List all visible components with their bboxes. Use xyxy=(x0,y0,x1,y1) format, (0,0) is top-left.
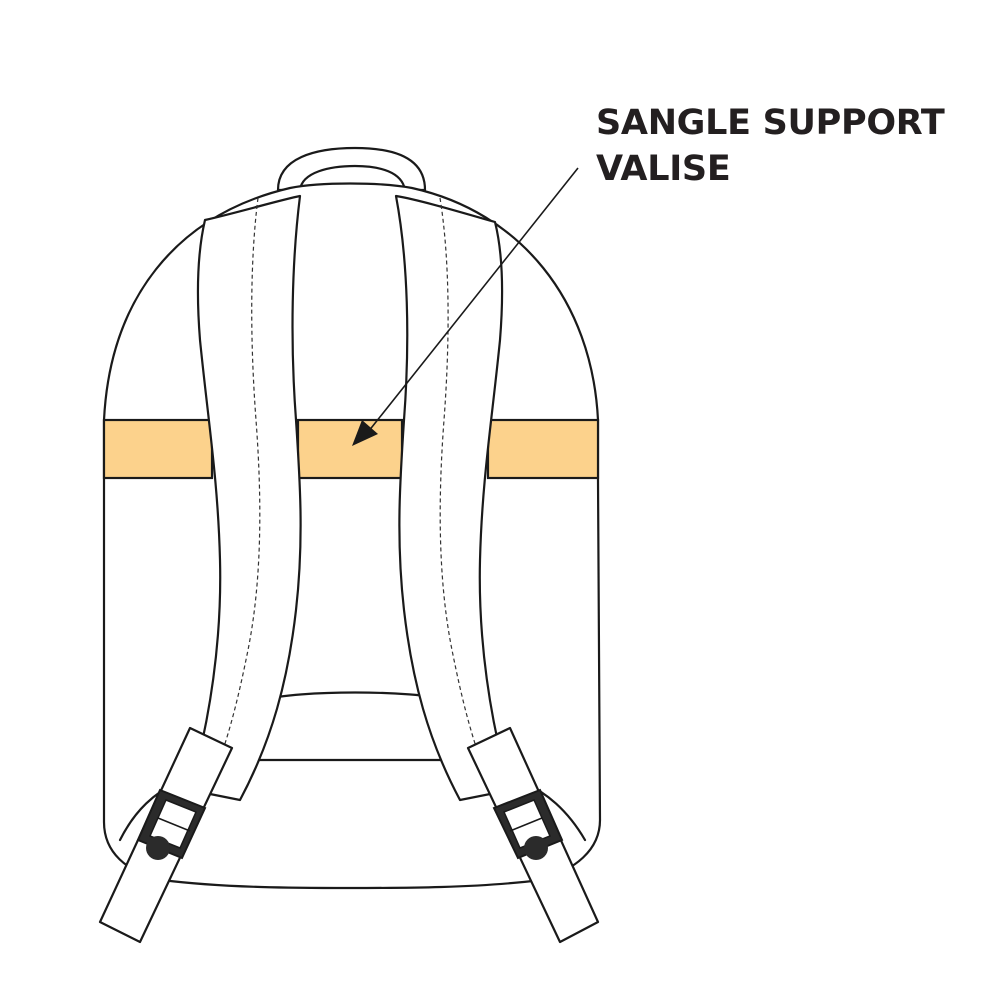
highlight-band-middle xyxy=(296,418,404,480)
highlight-band-left xyxy=(102,418,214,480)
left-buckle-icon xyxy=(136,788,207,860)
right-strap-stitching xyxy=(439,197,489,781)
callout-line-1: SANGLE SUPPORT xyxy=(596,103,945,143)
bottom-panel xyxy=(118,758,587,842)
highlight-band-right xyxy=(486,418,600,480)
callout-label: SANGLE SUPPORT VALISE xyxy=(596,100,945,192)
right-buckle-icon xyxy=(492,788,564,860)
carry-handle xyxy=(276,146,427,192)
callout-line-2: VALISE xyxy=(596,149,731,189)
callout-arrow-icon xyxy=(352,167,579,446)
left-shoulder-strap xyxy=(188,194,302,802)
left-strap-stitching xyxy=(211,197,261,781)
